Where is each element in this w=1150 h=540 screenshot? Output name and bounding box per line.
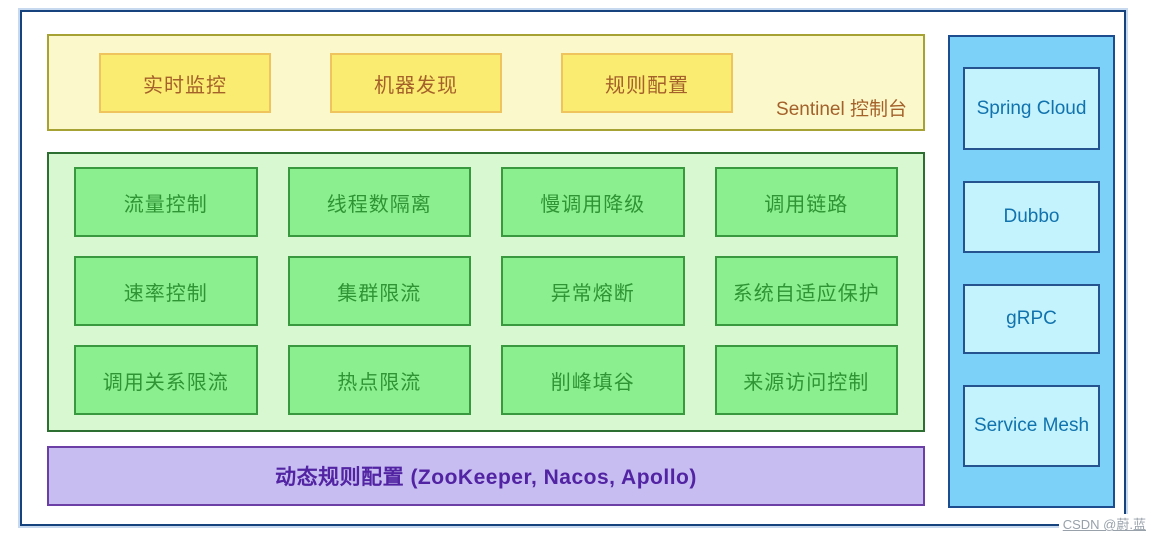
core-box-label: 系统自适应保护 — [732, 282, 880, 305]
core-box-label: 线程数隔离 — [326, 193, 432, 216]
adapters-panel: Spring Cloud Dubbo gRPC Service Mesh — [948, 35, 1115, 508]
core-box-label: 异常熔断 — [550, 282, 635, 305]
core-box-label: 调用链路 — [764, 193, 849, 216]
console-box-label: 实时监控 — [143, 74, 227, 97]
core-box-label: 调用关系限流 — [102, 371, 229, 394]
core-box-exception-circuit-breaking: 异常熔断 — [501, 256, 685, 326]
core-box-rate-control: 速率控制 — [74, 256, 258, 326]
adapter-box-label: Spring Cloud — [976, 97, 1087, 119]
csdn-watermark: CSDN @蔚.蓝 — [1058, 514, 1148, 535]
adapter-box-spring-cloud: Spring Cloud — [963, 67, 1100, 150]
sentinel-console-panel: 实时监控 机器发现 规则配置 Sentinel 控制台 — [47, 34, 925, 131]
console-box-label: 机器发现 — [374, 74, 458, 97]
core-box-call-chain: 调用链路 — [714, 167, 898, 237]
dynamic-rules-bar: 动态规则配置 (ZooKeeper, Nacos, Apollo) — [47, 446, 925, 506]
core-box-origin-access-control: 来源访问控制 — [714, 345, 898, 415]
core-box-label: 慢调用降级 — [540, 193, 646, 216]
console-box-label: 规则配置 — [605, 74, 689, 97]
core-box-thread-isolation: 线程数隔离 — [287, 167, 471, 237]
adapter-box-dubbo: Dubbo — [963, 181, 1100, 253]
core-box-slow-call-degrade: 慢调用降级 — [501, 167, 685, 237]
console-box-rule-config: 规则配置 — [561, 53, 733, 113]
core-box-flow-control: 流量控制 — [74, 167, 258, 237]
core-box-cluster-flow-control: 集群限流 — [287, 256, 471, 326]
adapter-box-label: gRPC — [1006, 308, 1057, 330]
core-box-peak-shaving: 削峰填谷 — [501, 345, 685, 415]
console-box-machine-discovery: 机器发现 — [330, 53, 502, 113]
core-box-label: 来源访问控制 — [743, 371, 870, 394]
core-box-relation-flow-control: 调用关系限流 — [74, 345, 258, 415]
core-box-label: 热点限流 — [337, 371, 422, 394]
core-box-label: 速率控制 — [123, 282, 208, 305]
core-capabilities-panel: 流量控制 线程数隔离 慢调用降级 调用链路 速率控制 集群限流 异常熔断 系统自… — [47, 152, 925, 432]
diagram-frame: 实时监控 机器发现 规则配置 Sentinel 控制台 流量控制 线程数隔离 慢… — [20, 10, 1126, 526]
core-box-hotspot-flow-control: 热点限流 — [287, 345, 471, 415]
dynamic-rules-label: 动态规则配置 (ZooKeeper, Nacos, Apollo) — [275, 466, 697, 489]
core-box-system-adaptive-protection: 系统自适应保护 — [714, 256, 898, 326]
console-panel-title: Sentinel 控制台 — [776, 99, 907, 120]
adapter-box-grpc: gRPC — [963, 284, 1100, 354]
adapter-box-label: Service Mesh — [973, 415, 1090, 437]
core-box-label: 削峰填谷 — [550, 371, 635, 394]
adapter-box-service-mesh: Service Mesh — [963, 385, 1100, 467]
adapter-box-label: Dubbo — [1003, 206, 1060, 228]
core-box-label: 流量控制 — [123, 193, 208, 216]
console-box-realtime-monitoring: 实时监控 — [99, 53, 271, 113]
core-box-label: 集群限流 — [337, 282, 422, 305]
